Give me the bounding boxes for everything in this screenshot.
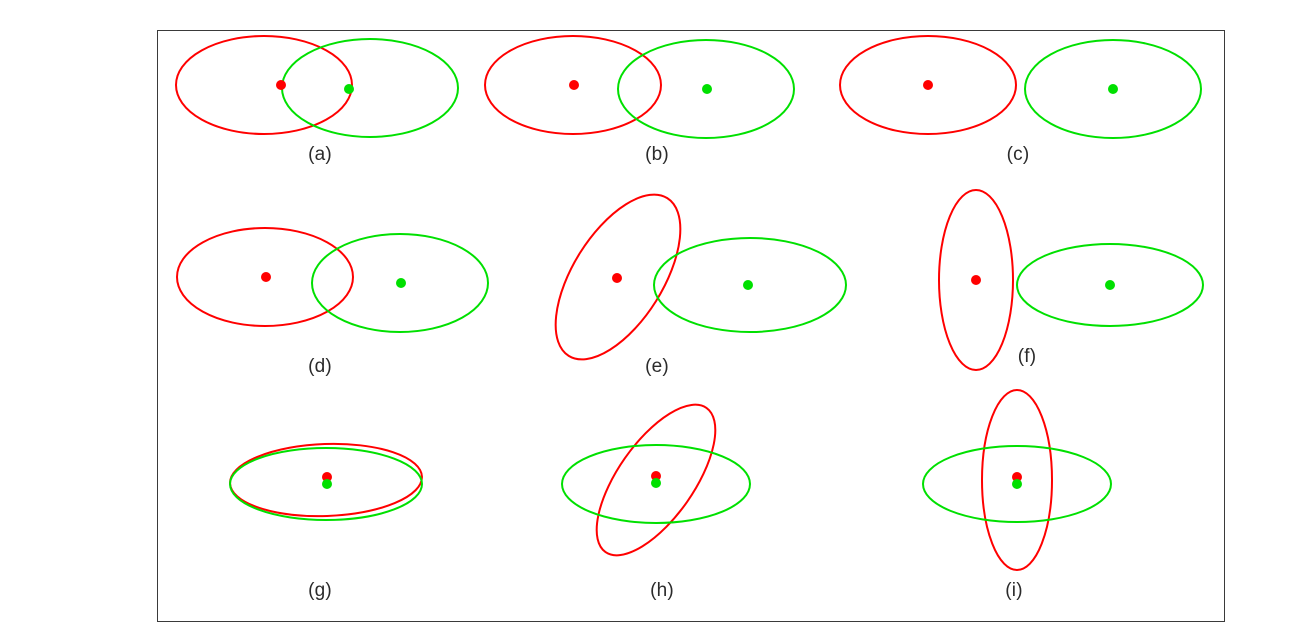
panel-label-f: (f) [1017, 346, 1037, 367]
panel-label-i: (i) [1005, 580, 1023, 601]
panel-label-g: (g) [308, 580, 332, 601]
panel-label-e: (e) [645, 356, 669, 377]
figure-border-frame [157, 30, 1225, 622]
panel-label-b: (b) [645, 144, 669, 165]
panel-label-a: (a) [308, 144, 332, 165]
panel-label-c: (c) [1006, 144, 1030, 165]
panel-label-h: (h) [650, 580, 674, 601]
panel-label-d: (d) [308, 356, 332, 377]
